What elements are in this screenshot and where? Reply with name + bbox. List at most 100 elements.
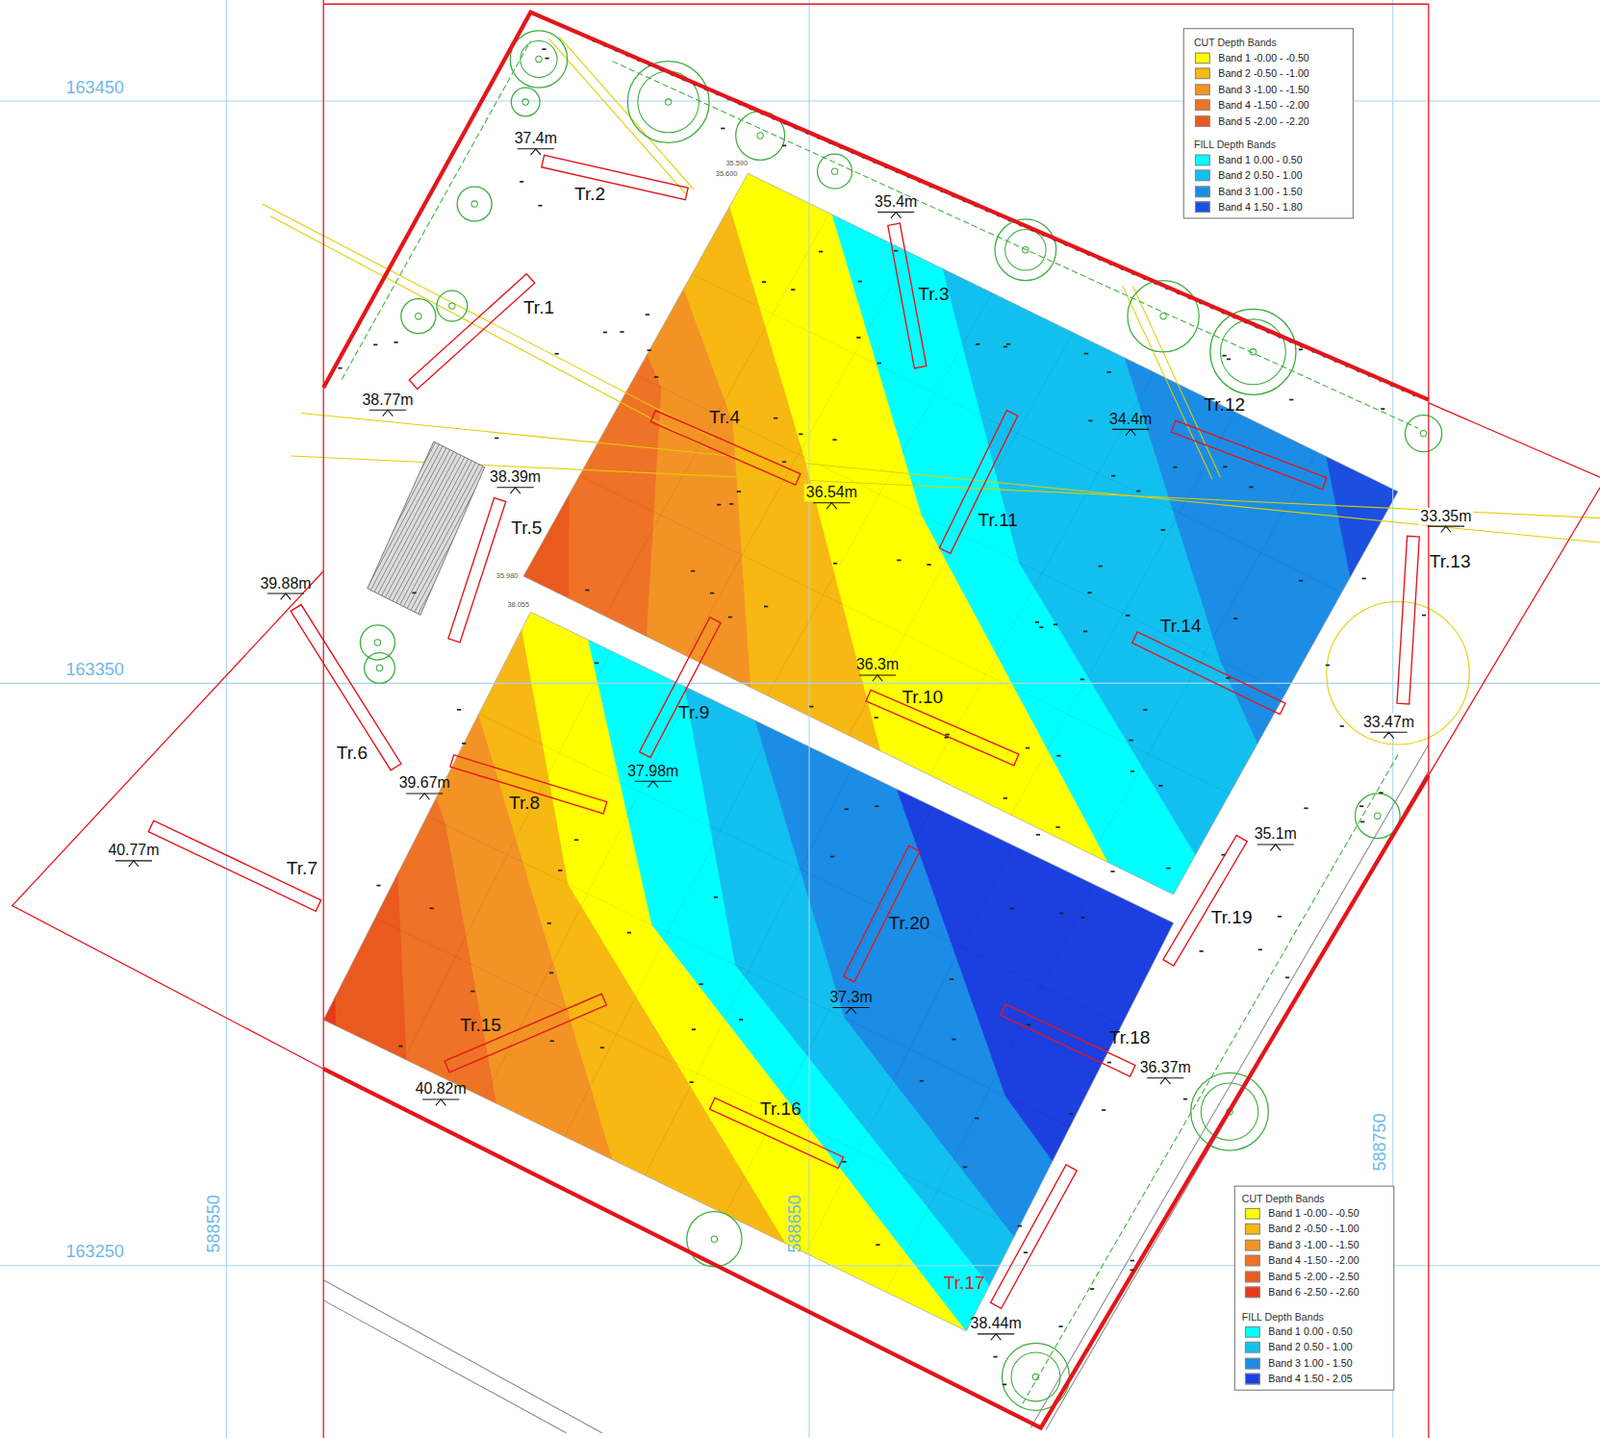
trench-label: Tr.5 [510, 518, 542, 539]
trench-label: Tr.15 [459, 1015, 502, 1037]
level-label: 39.67m [399, 775, 451, 792]
level-marker [435, 1099, 447, 1106]
survey-point [761, 280, 766, 283]
survey-point [594, 661, 599, 664]
survey-point [1090, 1288, 1094, 1291]
trench-outline [1170, 420, 1326, 489]
level-marker [128, 861, 140, 867]
survey-point [1111, 475, 1116, 478]
survey-point [1107, 371, 1112, 374]
trench-outline [444, 993, 607, 1073]
depth-band [0, 0, 337, 1109]
legend-entry: Band 3 1.00 - 1.50 [1244, 1358, 1353, 1371]
survey-point [1056, 755, 1061, 758]
level-marker [1383, 732, 1395, 738]
survey-point [790, 288, 795, 291]
survey-point [549, 972, 554, 975]
level-label: 36.3m [856, 657, 899, 674]
level-label: 38.44m [970, 1316, 1022, 1333]
trench-label: Tr.14 [1160, 617, 1202, 638]
survey-point [647, 349, 652, 352]
tree-trunk [449, 303, 456, 309]
survey-point [1080, 678, 1085, 681]
grid-coordinate: 163350 [66, 660, 125, 681]
legend-swatch [1244, 1270, 1261, 1283]
level-marker [1160, 1078, 1171, 1085]
platform-grid [427, 815, 1070, 1127]
survey-point [544, 57, 549, 60]
legend-swatch [1194, 100, 1211, 112]
survey-point [1130, 770, 1135, 773]
survey-point [877, 362, 882, 365]
tree-canopy [1404, 415, 1442, 453]
service-line [262, 203, 715, 439]
tree-trunk [374, 639, 381, 646]
survey-area-line [323, 3, 1429, 5]
survey-point [875, 1244, 880, 1246]
legend-swatch [1194, 154, 1211, 167]
survey-point [398, 1045, 403, 1048]
grid-coordinate: 163450 [66, 78, 125, 99]
trench-label: Tr.16 [760, 1099, 802, 1120]
survey-point [430, 907, 434, 910]
trench-label: Tr.1 [523, 298, 555, 319]
level-marker [845, 1008, 857, 1015]
tree-trunk [1420, 430, 1426, 436]
survey-point [763, 606, 768, 609]
survey-point [1101, 1109, 1106, 1112]
tree-canopy [359, 625, 395, 661]
legend-entry: Band 5 -2.00 - -2.20 [1194, 115, 1310, 127]
survey-point [1002, 1383, 1007, 1386]
survey-point [1289, 399, 1294, 402]
legend-swatch [1194, 170, 1211, 182]
tree-trunk [1022, 247, 1029, 254]
trench-label: Tr.12 [1203, 396, 1245, 417]
tree-trunk [665, 99, 672, 105]
legend-swatch [1194, 115, 1211, 127]
level-marker [280, 593, 292, 600]
survey-point [818, 251, 823, 254]
kerb-line [341, 40, 531, 380]
legend-swatch [1244, 1223, 1261, 1236]
level-label: 39.88m [259, 575, 311, 592]
survey-point [1107, 1062, 1112, 1065]
tree-canopy [1219, 319, 1286, 385]
survey-point [1285, 976, 1290, 979]
level-label: 33.47m [1361, 713, 1417, 731]
tree-canopy [520, 40, 558, 77]
trench-outline [408, 274, 535, 390]
legend-entry: Band 2 0.50 - 1.00 [1244, 1342, 1353, 1354]
level-marker [1441, 526, 1452, 533]
legend-entry: Band 4 1.50 - 2.05 [1244, 1373, 1353, 1386]
legend-text: Band 6 -2.50 - -2.60 [1268, 1287, 1359, 1299]
spot-height: 38.055 [507, 601, 530, 610]
survey-point [1172, 466, 1177, 469]
survey-point [975, 343, 980, 346]
survey-point [1010, 908, 1015, 911]
survey-point [1142, 709, 1147, 712]
survey-point [519, 180, 524, 183]
legend-text: Band 5 -2.00 - -2.50 [1268, 1270, 1359, 1283]
service-line [290, 456, 1600, 519]
survey-point [603, 331, 608, 334]
legend-entry: Band 1 -0.00 - -0.50 [1244, 1208, 1360, 1220]
survey-point [1088, 420, 1093, 423]
hatched-structure [367, 441, 485, 615]
survey-point [1380, 407, 1385, 410]
survey-point [798, 432, 803, 435]
tree-trunk [757, 132, 763, 139]
legend-heading: CUT Depth Bands [1242, 1193, 1325, 1205]
legend-text: Band 1 0.00 - 0.50 [1268, 1326, 1352, 1339]
depth-band [145, 343, 407, 1143]
level-marker [531, 149, 542, 155]
grid-coordinate: 163250 [66, 1243, 125, 1263]
survey-point [1025, 747, 1030, 750]
survey-point [1136, 490, 1141, 493]
tree-trunk [415, 313, 422, 320]
survey-area-line [1428, 487, 1600, 776]
trench-outline [710, 1097, 844, 1169]
legend-entry: Band 3 1.00 - 1.50 [1194, 185, 1303, 198]
survey-point [376, 885, 381, 888]
legend-text: Band 2 0.50 - 1.00 [1218, 170, 1302, 182]
tree-canopy [1011, 1352, 1061, 1402]
